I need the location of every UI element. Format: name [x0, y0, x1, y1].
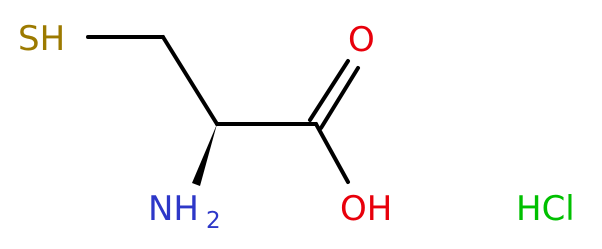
bond-ch2-calpha [161, 35, 219, 126]
amine-label: NH 2 [148, 189, 221, 234]
bond-c-o-double-1 [308, 59, 350, 122]
sulfur-label: SH [18, 19, 65, 59]
amine-main-label: NH [148, 189, 199, 229]
bond-wedge-calpha-n [192, 124, 217, 186]
hydroxyl-label: OH [340, 189, 392, 229]
bond-c-o-double-2 [319, 66, 360, 130]
amine-subscript: 2 [206, 208, 221, 234]
bond-lines [86, 35, 360, 186]
carbonyl-oxygen-label: O [348, 20, 375, 60]
bond-c-oh [314, 122, 350, 184]
hcl-counterion-label: HCl [516, 189, 575, 229]
